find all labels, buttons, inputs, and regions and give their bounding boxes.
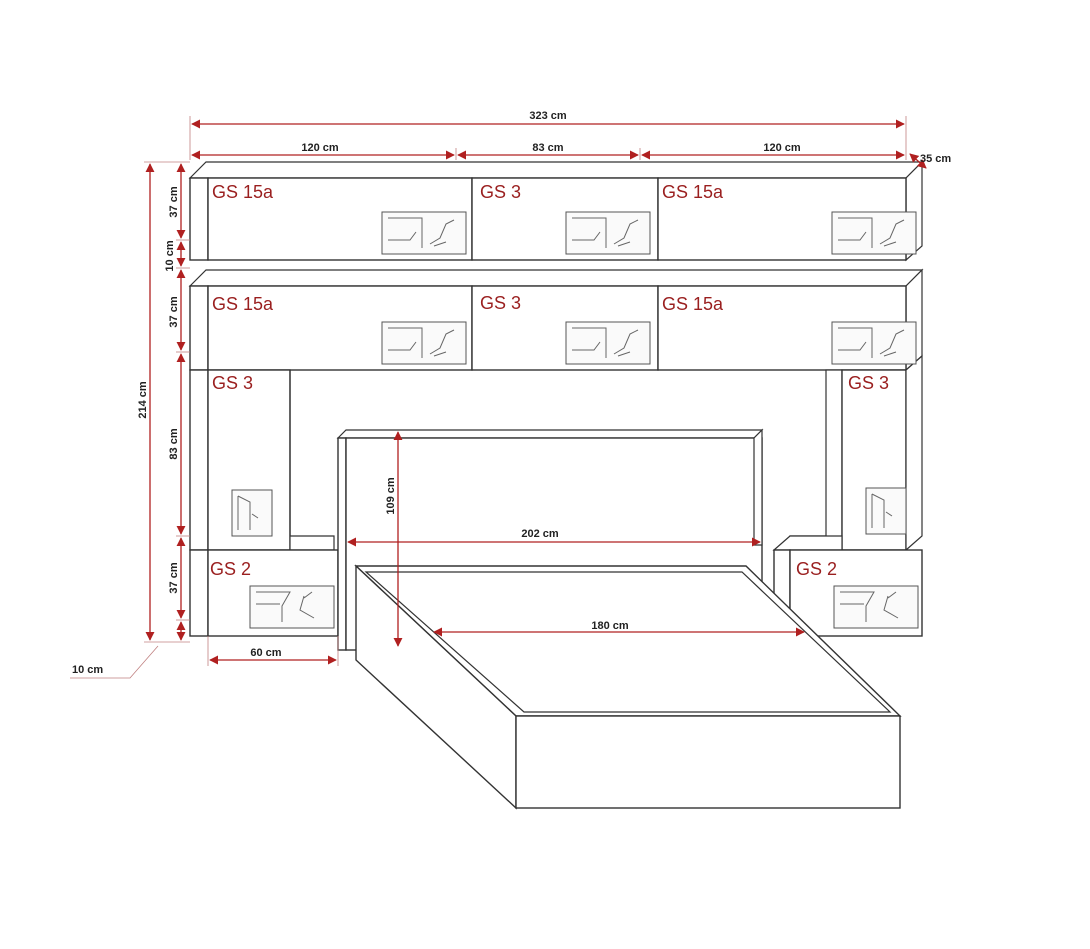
dim-total-height: 214 cm [137, 381, 149, 419]
dim-bottom-cabinet-height: 37 cm [168, 562, 180, 593]
label-row2-right: GS 15a [662, 294, 724, 314]
left-column-inner [289, 370, 335, 551]
top-right-icon [831, 211, 917, 255]
label-side-right: GS 3 [848, 373, 889, 393]
row2-middle-icon [565, 321, 651, 365]
second-row-left-side [189, 285, 209, 371]
headboard-top [336, 429, 764, 439]
dim-gap-height: 10 cm [164, 240, 176, 271]
label-bottom-right: GS 2 [796, 559, 837, 579]
top-row [188, 160, 924, 262]
headboard-edge [337, 437, 347, 651]
bed-front-face [515, 715, 901, 809]
label-bottom-left: GS 2 [210, 559, 251, 579]
second-row-top-face [188, 269, 924, 287]
label-row2-left: GS 15a [212, 294, 274, 314]
label-row2-middle: GS 3 [480, 293, 521, 313]
dim-left-top-width: 120 cm [301, 142, 339, 154]
row2-left-icon [381, 321, 467, 365]
left-column-icon [231, 489, 273, 537]
dim-headboard-height: 109 cm [385, 477, 397, 515]
dimension-labels: 323 cm 120 cm 83 cm 120 cm 35 cm 214 cm … [72, 110, 951, 676]
bottom-left-icon [249, 585, 335, 629]
dim-middle-top-width: 83 cm [532, 142, 563, 154]
top-left-icon [381, 211, 467, 255]
label-top-left: GS 15a [212, 182, 274, 202]
dim-bed-width: 180 cm [591, 620, 629, 632]
bed-mattress-area [364, 571, 892, 713]
dim-side-column-height: 83 cm [168, 428, 180, 459]
dim-right-top-width: 120 cm [763, 142, 801, 154]
dim-total-width: 323 cm [529, 110, 567, 122]
dimension-lines [70, 116, 927, 679]
module-icons [231, 211, 919, 629]
bottom-right-top [772, 535, 843, 551]
dim-nightstand-width: 60 cm [250, 647, 281, 659]
right-column-inner [789, 369, 843, 551]
module-labels: GS 15a GS 3 GS 15a GS 15a GS 3 GS 15a GS… [210, 182, 889, 579]
left-side-column [189, 369, 335, 551]
dim-top-row-height: 37 cm [168, 186, 180, 217]
label-top-right: GS 15a [662, 182, 724, 202]
top-row-left-side [189, 177, 209, 261]
bottom-left-side [189, 549, 209, 637]
row2-right-icon [831, 321, 917, 365]
label-side-left: GS 3 [212, 373, 253, 393]
dim-headboard-width: 202 cm [521, 528, 559, 540]
right-column-side [905, 354, 923, 552]
label-top-middle: GS 3 [480, 182, 521, 202]
second-row [188, 268, 924, 372]
dim-base-offset: 10 cm [72, 664, 103, 676]
left-column-side [189, 369, 209, 551]
dim-depth: 35 cm [920, 153, 951, 165]
top-middle-icon [565, 211, 651, 255]
bottom-right-icon [833, 585, 919, 629]
right-column-icon [865, 487, 907, 535]
base-offset-leader [70, 645, 159, 679]
top-row-top-face [188, 161, 924, 179]
headboard-right-side [753, 428, 763, 546]
dim-second-row-height: 37 cm [168, 296, 180, 327]
